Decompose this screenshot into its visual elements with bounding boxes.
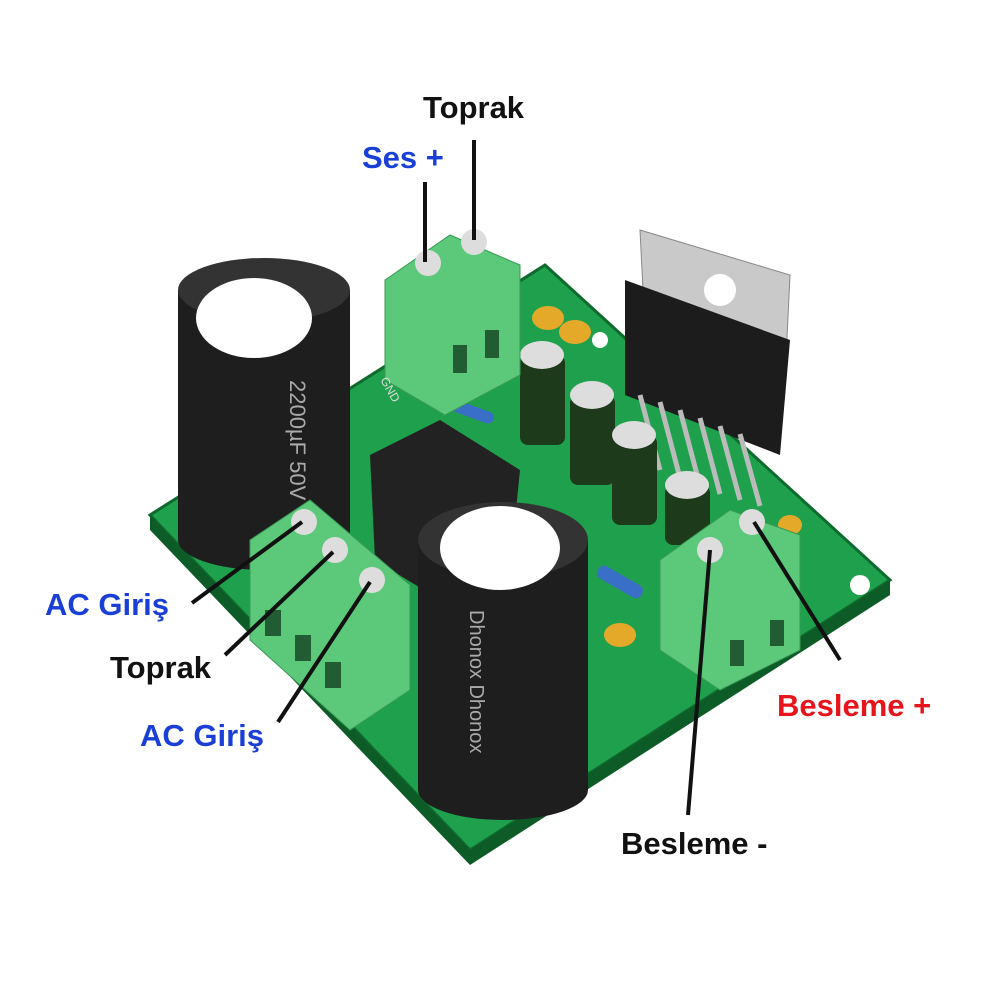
label-ac-input-2: AC Giriş	[140, 718, 265, 753]
label-ac-input-1: AC Giriş	[45, 587, 170, 622]
svg-text:Dhonox Dhonox: Dhonox Dhonox	[465, 610, 487, 753]
svg-text:2200µF 50V: 2200µF 50V	[285, 380, 310, 501]
terminal-block-top	[384, 229, 521, 416]
label-top-ground: Toprak	[423, 90, 525, 125]
label-supply-plus: Besleme +	[777, 688, 932, 723]
label-audio-plus: Ses +	[362, 140, 444, 175]
terminal-block-left	[249, 499, 411, 731]
label-middle-ground: Toprak	[110, 650, 212, 685]
small-capacitors	[446, 306, 802, 647]
capacitor-large-right: Dhonox Dhonox	[418, 502, 588, 820]
pointer-lines	[190, 140, 842, 816]
label-supply-minus: Besleme -	[621, 826, 768, 861]
